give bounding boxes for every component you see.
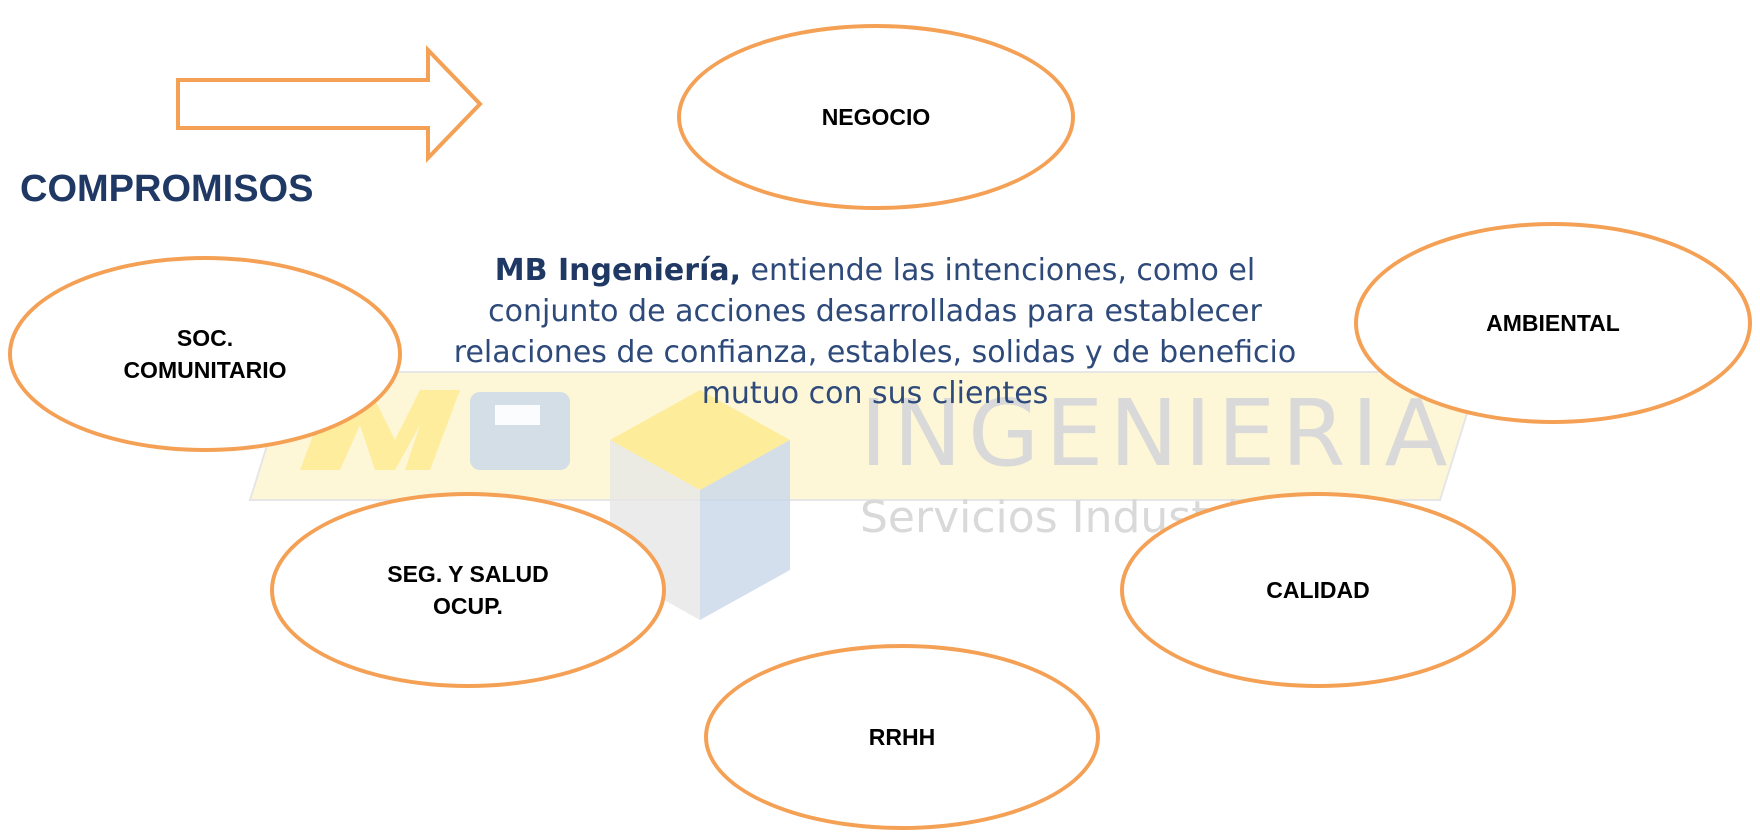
- node-calidad-label: CALIDAD: [1266, 577, 1370, 603]
- node-ambiental: AMBIENTAL: [1354, 222, 1752, 424]
- node-soc-comunitario-label: SOC. COMUNITARIO: [123, 325, 287, 383]
- node-calidad: CALIDAD: [1120, 492, 1516, 688]
- description-text: MB Ingeniería, entiende las intenciones,…: [440, 250, 1310, 414]
- node-negocio-label: NEGOCIO: [821, 104, 931, 130]
- watermark-logo-text: INGENIERIA: [860, 380, 1454, 487]
- node-seg-salud-label: SEG. Y SALUD OCUP.: [387, 561, 549, 619]
- node-ambiental-label: AMBIENTAL: [1486, 310, 1620, 336]
- description-body: entiende las intenciones, como el conjun…: [453, 253, 1297, 411]
- node-soc-comunitario: SOC. COMUNITARIO: [8, 256, 402, 452]
- page-title: COMPROMISOS: [20, 168, 314, 210]
- watermark-cube-right: [700, 440, 790, 620]
- node-seg-salud: SEG. Y SALUD OCUP.: [270, 492, 666, 688]
- brand-name: MB Ingeniería,: [494, 253, 741, 288]
- node-rrhh: RRHH: [704, 644, 1100, 830]
- node-rrhh-label: RRHH: [868, 724, 936, 750]
- node-negocio: NEGOCIO: [677, 24, 1075, 210]
